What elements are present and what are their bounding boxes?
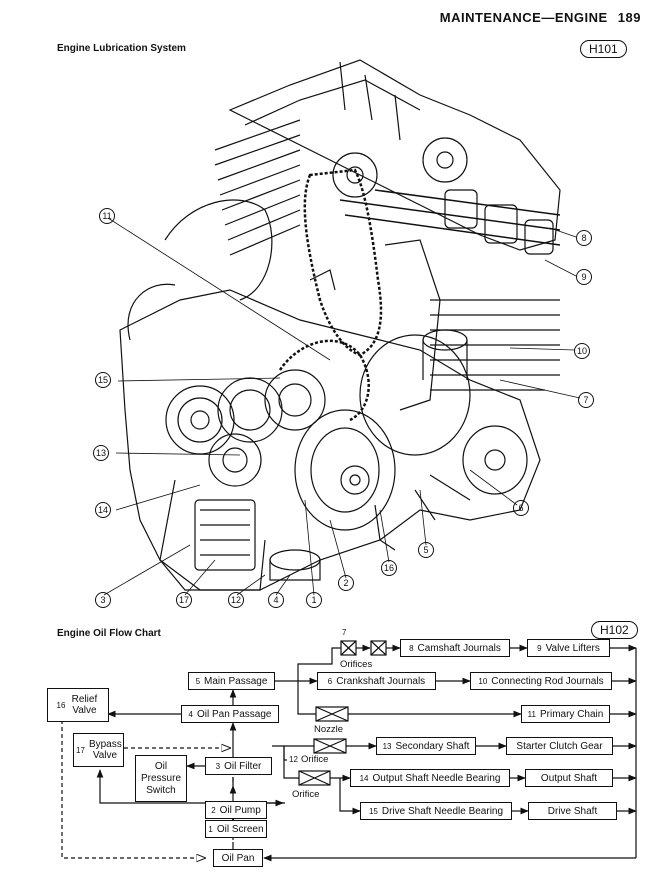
- oil-pump-label: Oil Pump: [219, 804, 261, 816]
- relief-valve-box: 16 Relief Valve: [47, 688, 109, 722]
- orifices-number: 7: [342, 628, 347, 637]
- oil-pump-number: 2: [211, 805, 216, 815]
- page-header: MAINTENANCE—ENGINE 189: [440, 10, 641, 25]
- callout-12: 12: [228, 592, 244, 608]
- oil-pan-passage-label: Oil Pan Passage: [196, 708, 272, 720]
- output-shaft-box: Output Shaft: [525, 769, 613, 787]
- orifices-label: Orifices: [340, 659, 373, 670]
- oil-pressure-switch-label: Oil Pressure Switch: [140, 760, 181, 796]
- crankshaft-journals-number: 6: [327, 676, 333, 686]
- connecting-rod-journals-label: Connecting Rod Journals: [491, 675, 604, 687]
- drive-shaft-needle-number: 15: [368, 806, 378, 816]
- valve-lifters-label: Valve Lifters: [545, 642, 600, 654]
- header-title: MAINTENANCE—ENGINE: [439, 10, 608, 25]
- nozzle-label: Nozzle: [314, 724, 344, 735]
- output-shaft-needle-label: Output Shaft Needle Bearing: [372, 772, 501, 784]
- oil-filter-number: 3: [215, 761, 221, 771]
- oil-pan-passage-box: 4 Oil Pan Passage: [181, 705, 279, 723]
- drive-shaft-box: Drive Shaft: [528, 802, 617, 820]
- connecting-rod-journals-number: 10: [478, 676, 488, 686]
- figure1-tag: H101: [580, 40, 627, 58]
- valve-lifters-number: 9: [537, 643, 542, 653]
- camshaft-journals-number: 8: [409, 643, 414, 653]
- callout-8: 8: [576, 230, 592, 246]
- page-number: 189: [617, 10, 641, 25]
- oil-pan-box: Oil Pan: [213, 849, 263, 867]
- relief-valve-number: 16: [56, 700, 66, 710]
- main-passage-label: Main Passage: [204, 675, 268, 687]
- starter-clutch-gear-box: Starter Clutch Gear: [506, 737, 613, 755]
- main-passage-box: 5 Main Passage: [188, 672, 275, 690]
- oil-pump-box: 2 Oil Pump: [205, 801, 267, 819]
- callout-2: 2: [338, 575, 354, 591]
- callout-15: 15: [95, 372, 111, 388]
- primary-chain-box: 11 Primary Chain: [521, 705, 610, 723]
- callout-11: 11: [99, 208, 115, 224]
- output-shaft-label: Output Shaft: [540, 772, 598, 784]
- starter-clutch-gear-label: Starter Clutch Gear: [516, 740, 603, 752]
- camshaft-journals-label: Camshaft Journals: [417, 642, 501, 654]
- primary-chain-label: Primary Chain: [539, 708, 604, 720]
- callout-16: 16: [381, 560, 397, 576]
- primary-chain-number: 11: [527, 709, 536, 719]
- engine-illustration: [103, 59, 581, 596]
- callout-5: 5: [418, 542, 434, 558]
- valve-lifters-box: 9 Valve Lifters: [527, 639, 610, 657]
- oil-pan-label: Oil Pan: [221, 852, 255, 864]
- orifice12-number: 12: [289, 755, 298, 764]
- callout-6: 6: [513, 500, 529, 516]
- oil-screen-label: Oil Screen: [216, 823, 264, 835]
- callout-7: 7: [578, 392, 594, 408]
- callout-4: 4: [268, 592, 284, 608]
- callout-17: 17: [176, 592, 192, 608]
- orifice-label: Orifice: [292, 789, 320, 800]
- crankshaft-journals-label: Crankshaft Journals: [336, 675, 426, 687]
- relief-valve-label: Relief Valve: [71, 694, 98, 716]
- callout-13: 13: [93, 445, 109, 461]
- callout-10: 10: [574, 343, 590, 359]
- output-shaft-needle-number: 14: [359, 773, 369, 783]
- oil-pan-passage-number: 4: [188, 709, 193, 719]
- secondary-shaft-number: 13: [382, 741, 392, 751]
- oil-filter-label: Oil Filter: [224, 760, 262, 772]
- bypass-valve-box: 17 Bypass Valve: [73, 733, 124, 767]
- output-shaft-needle-box: 14 Output Shaft Needle Bearing: [350, 769, 510, 787]
- callout-1: 1: [306, 592, 322, 608]
- callout-14: 14: [95, 502, 111, 518]
- secondary-shaft-box: 13 Secondary Shaft: [376, 737, 476, 755]
- oil-filter-box: 3 Oil Filter: [205, 757, 272, 775]
- callout-3: 3: [95, 592, 111, 608]
- main-passage-number: 5: [195, 676, 201, 686]
- callout-9: 9: [576, 269, 592, 285]
- oil-screen-box: 1 Oil Screen: [205, 820, 267, 838]
- bypass-valve-label: Bypass Valve: [88, 739, 122, 761]
- figure2-title: Engine Oil Flow Chart: [57, 628, 161, 639]
- oil-pressure-switch-box: Oil Pressure Switch: [135, 755, 187, 802]
- drive-shaft-label: Drive Shaft: [547, 805, 598, 817]
- figure2-tag: H102: [591, 621, 638, 639]
- oil-screen-number: 1: [208, 824, 213, 834]
- secondary-shaft-label: Secondary Shaft: [395, 740, 470, 752]
- bypass-valve-number: 17: [76, 745, 85, 755]
- figure1-title: Engine Lubrication System: [57, 43, 186, 54]
- camshaft-journals-box: 8 Camshaft Journals: [400, 639, 510, 657]
- drive-shaft-needle-box: 15 Drive Shaft Needle Bearing: [360, 802, 512, 820]
- connecting-rod-journals-box: 10 Connecting Rod Journals: [470, 672, 612, 690]
- orifice12-label: Orifice: [301, 754, 329, 765]
- crankshaft-journals-box: 6 Crankshaft Journals: [317, 672, 436, 690]
- drive-shaft-needle-label: Drive Shaft Needle Bearing: [381, 805, 504, 817]
